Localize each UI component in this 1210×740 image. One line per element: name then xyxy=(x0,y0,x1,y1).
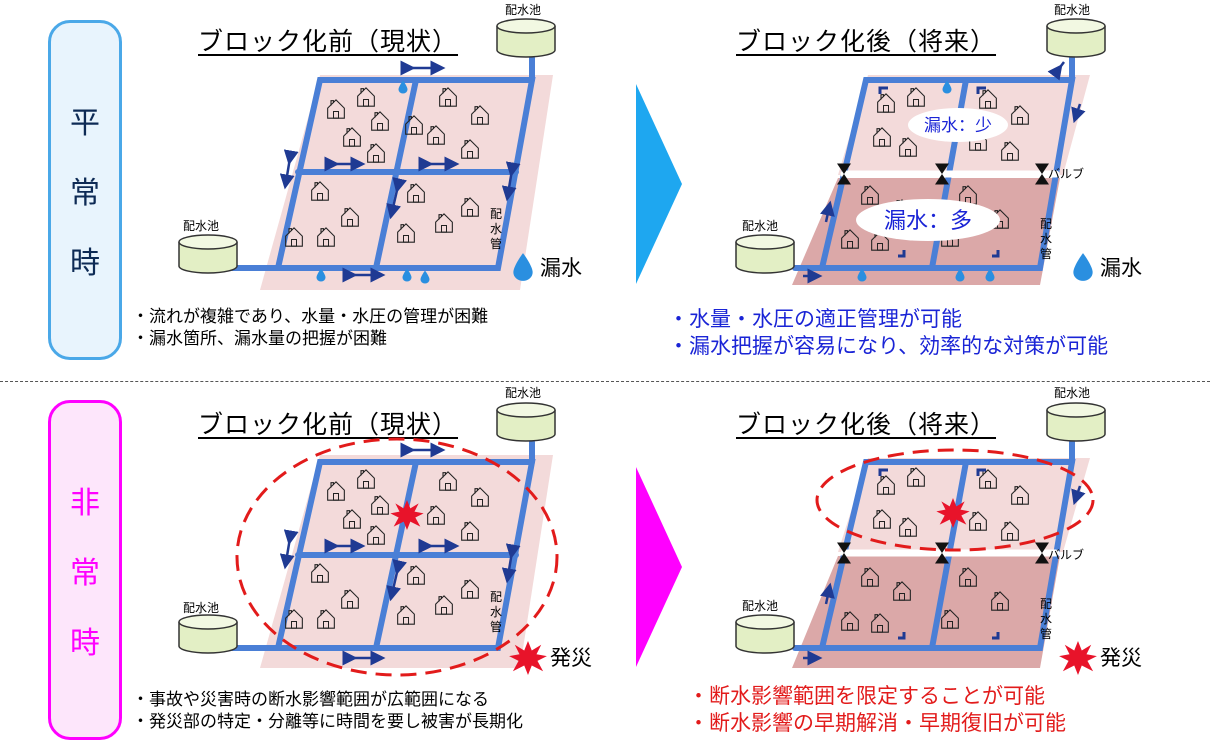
reservoir-icon xyxy=(1046,402,1106,442)
svg-text:配: 配 xyxy=(1040,217,1052,231)
svg-text:配: 配 xyxy=(490,207,502,221)
before-title-normal: ブロック化前（現状） xyxy=(198,27,459,56)
row-label-emergency: 非 常 時 xyxy=(48,400,122,740)
note-item: 発災部の特定・分離等に時間を要し被害が長期化 xyxy=(132,711,523,733)
reservoir-label: 配水池 xyxy=(505,386,541,400)
reservoir-labels: 配水池 配水池 配水池 配水池 配水池 配水池 配水池 配水池 xyxy=(183,3,1090,615)
note-item: 断水影響の早期解消・早期復旧が可能 xyxy=(688,710,1066,737)
row-label-char: 常 xyxy=(70,176,100,211)
pipe-labels: 配 水 管 配 水 管 配 水 管 配 水 管 xyxy=(490,207,1052,641)
reservoir-icon xyxy=(496,18,556,58)
before-title-emergency: ブロック化前（現状） xyxy=(198,410,459,439)
flow-arrows xyxy=(279,442,521,666)
reservoir-label: 配水池 xyxy=(505,3,541,17)
svg-text:配: 配 xyxy=(1040,597,1052,611)
before-notes-emergency: 事故や災害時の断水影響範囲が広範囲になる 発災部の特定・分離等に時間を要し被害が… xyxy=(132,689,523,733)
leak-large-callout: 漏水：多 xyxy=(856,199,1000,241)
note-item: 事故や災害時の断水影響範囲が広範囲になる xyxy=(132,689,523,711)
svg-text:水: 水 xyxy=(1040,232,1052,246)
legend-disaster: 発災 xyxy=(1100,646,1142,670)
after-title-normal: ブロック化後（将来） xyxy=(736,27,997,56)
after-notes-emergency: 断水影響範囲を限定することが可能 断水影響の早期解消・早期復旧が可能 xyxy=(688,683,1066,738)
reservoir-icon xyxy=(178,614,238,654)
arrow-right-icon xyxy=(636,84,682,284)
flow-arrows xyxy=(803,61,1086,284)
row-label-normal: 平 常 時 xyxy=(48,20,122,360)
note-item: 流れが複雑であり、水量・水圧の管理が困難 xyxy=(132,306,488,328)
row-label-char: 時 xyxy=(70,246,100,281)
svg-text:管: 管 xyxy=(490,619,502,634)
row-label-char: 非 xyxy=(70,486,100,521)
grid-normal-before xyxy=(229,55,553,290)
legend-disaster: 発災 xyxy=(550,646,592,670)
note-item: 水量・水圧の適正管理が可能 xyxy=(668,306,1108,333)
reservoir-icon xyxy=(735,234,795,274)
burst-icon xyxy=(1059,641,1097,675)
after-notes-normal: 水量・水圧の適正管理が可能 漏水把握が容易になり、効率的な対策が可能 xyxy=(668,306,1108,361)
water-drop-icon xyxy=(1073,253,1093,281)
svg-text:管: 管 xyxy=(1040,626,1052,641)
row-divider xyxy=(0,381,1210,382)
reservoir-label: 配水池 xyxy=(742,599,778,613)
reservoir-label: 配水池 xyxy=(1054,386,1090,400)
valve-label: バルブ xyxy=(1048,166,1084,181)
row-label-char: 常 xyxy=(70,556,100,591)
flow-arrows xyxy=(279,60,521,283)
before-notes-normal: 流れが複雑であり、水量・水圧の管理が困難 漏水箇所、漏水量の把握が困難 xyxy=(132,306,488,350)
reservoir-icon xyxy=(735,614,795,654)
reservoir-icon xyxy=(178,234,238,274)
reservoir-label: 配水池 xyxy=(183,601,219,615)
after-title-emergency: ブロック化後（将来） xyxy=(736,410,997,439)
corner-arrows xyxy=(878,468,1000,640)
leak-large-label: 漏水：多 xyxy=(884,209,972,234)
svg-text:管: 管 xyxy=(1040,246,1052,261)
valve-label: バルブ xyxy=(1048,547,1084,562)
grid-emergency-after xyxy=(792,439,1090,668)
leak-small-label: 漏水：少 xyxy=(924,116,992,136)
impact-area xyxy=(235,437,559,677)
svg-text:水: 水 xyxy=(1040,612,1052,626)
reservoir-icon xyxy=(1046,18,1106,58)
corner-arrows xyxy=(878,86,1000,258)
reservoir-label: 配水池 xyxy=(1054,3,1090,17)
legend-leak: 漏水 xyxy=(1100,256,1142,280)
svg-text:水: 水 xyxy=(490,222,502,236)
legend-leak: 漏水 xyxy=(540,256,582,280)
leak-small-callout: 漏水：少 xyxy=(908,108,1008,142)
note-item: 漏水把握が容易になり、効率的な対策が可能 xyxy=(668,333,1108,360)
svg-text:管: 管 xyxy=(490,236,502,251)
impact-area xyxy=(815,448,1095,552)
row-label-char: 平 xyxy=(70,106,100,141)
reservoir-label: 配水池 xyxy=(742,219,778,233)
note-item: 漏水箇所、漏水量の把握が困難 xyxy=(132,328,488,350)
flow-arrows xyxy=(803,485,1086,666)
arrow-right-icon xyxy=(636,467,682,667)
row-label-char: 時 xyxy=(70,626,100,661)
svg-text:配: 配 xyxy=(490,590,502,604)
reservoir-label: 配水池 xyxy=(183,219,219,233)
reservoir-icon xyxy=(496,402,556,442)
svg-text:水: 水 xyxy=(490,605,502,619)
note-item: 断水影響範囲を限定することが可能 xyxy=(688,683,1066,710)
